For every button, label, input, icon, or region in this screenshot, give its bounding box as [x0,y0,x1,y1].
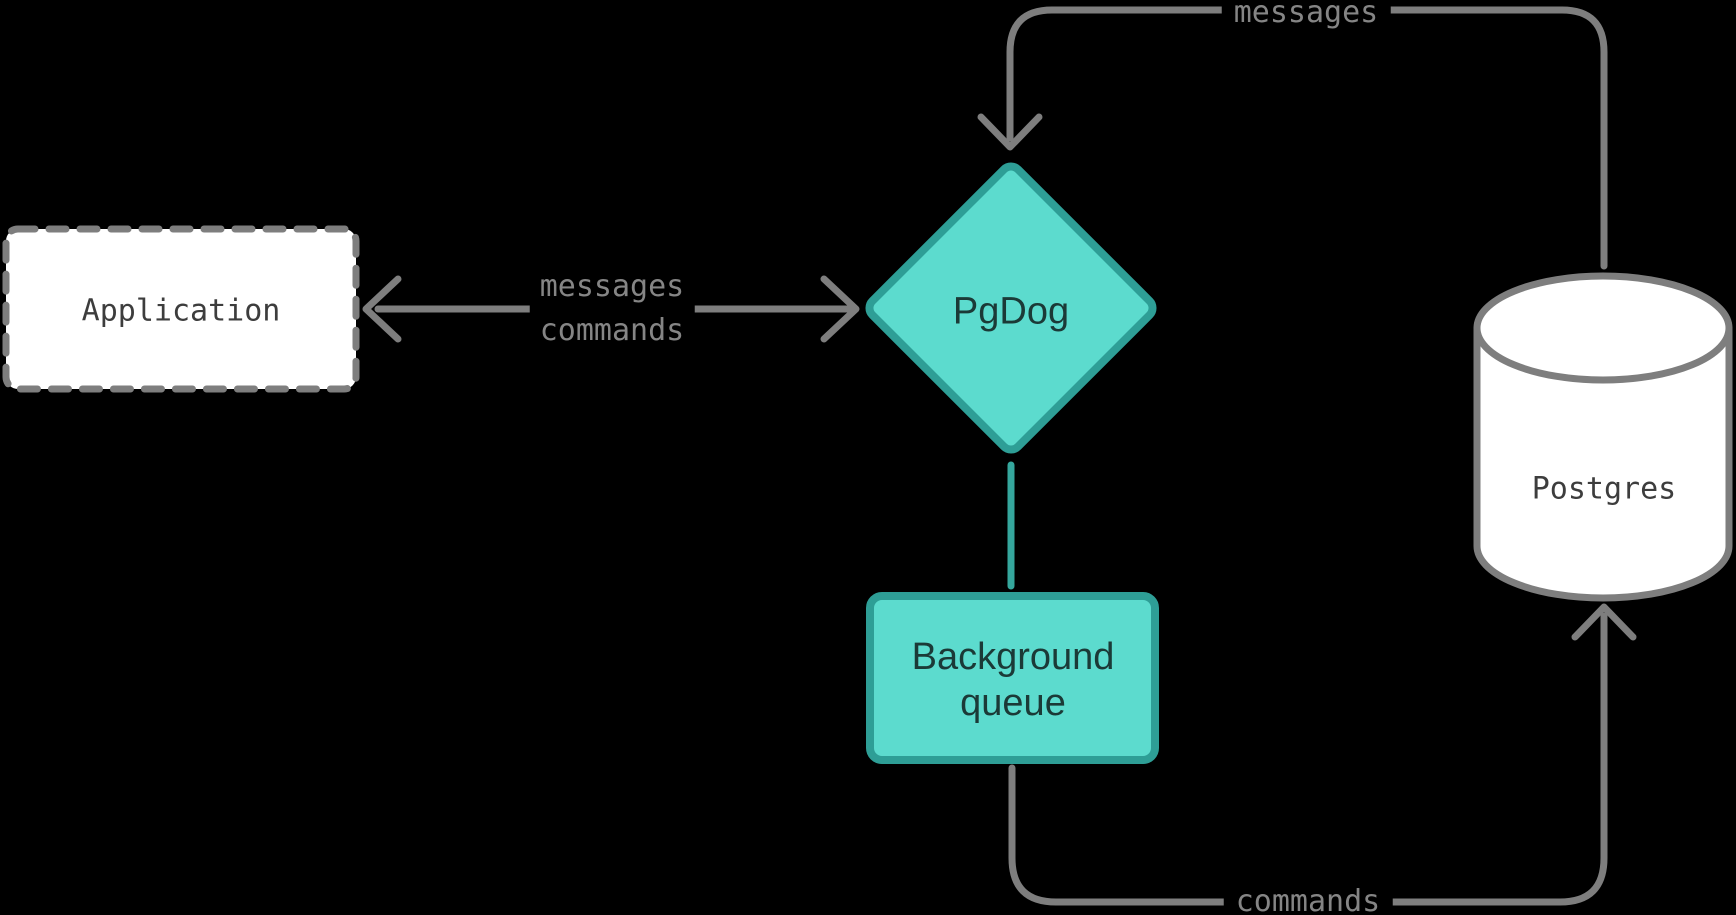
arrowhead-down-icon [977,113,1043,151]
background-queue-node-label: Background queue [911,636,1115,724]
background-queue-node-shape [866,592,1159,764]
edge-postgres-pgdog-line [1006,6,1608,270]
postgres-node-label: Postgres [1531,471,1677,507]
postgres-cylinder-body-stroke [1473,324,1733,602]
postgres-cylinder-top [1473,272,1733,384]
postgres-cylinder-body-fill [1477,328,1729,598]
edge-label-messages: messages [539,269,685,304]
pgdog-node-label: PgDog [952,290,1070,333]
arrowhead-up-icon [1571,603,1637,641]
edge-label-queue-postgres: commands [1223,884,1393,915]
arrowhead-right-icon [820,275,860,343]
edge-label-app-pgdog: messages commands [529,265,695,353]
edge-label-postgres-pgdog: messages [1221,0,1391,31]
application-node-shape [2,225,360,393]
edge-label-commands: commands [539,313,685,348]
arrowhead-left-icon [362,275,402,343]
application-node-label: Application [81,293,281,329]
pgdog-node-shape [865,162,1157,454]
